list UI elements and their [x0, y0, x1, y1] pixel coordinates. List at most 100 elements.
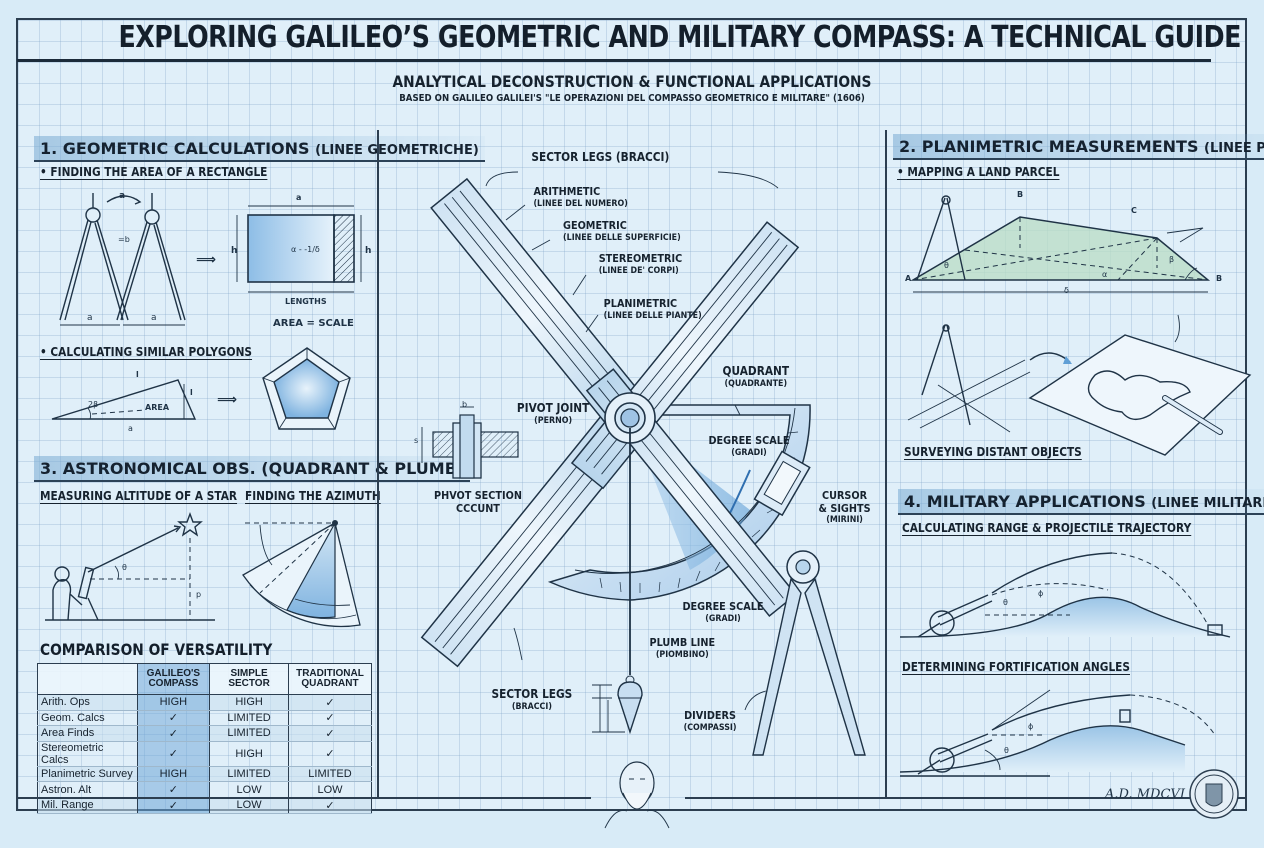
svg-text:a: a [87, 313, 93, 323]
implies-arrow-icon: ⟹ [217, 392, 238, 408]
cursor-line1: CURSOR [822, 489, 868, 502]
rect-height-label-left: h [231, 246, 238, 256]
trajectory-phi-label: ϕ [1038, 589, 1044, 598]
cell-galileo: ✓ [136, 725, 211, 742]
cell-galileo: HIGH [136, 694, 211, 711]
section-subtitle: (LINEE MILITARI) [1151, 496, 1264, 511]
triangle-diagram [51, 379, 197, 420]
bottom-rule-right [685, 797, 1247, 799]
cell-traditional-quadrant: ✓ [287, 709, 373, 727]
caption-star-altitude: MEASURING ALTITUDE OF A STAR [40, 489, 238, 503]
svg-text:=b: =b [118, 235, 130, 244]
bullet-area-rectangle: • FINDING THE AREA OF A RECTANGLE [40, 165, 268, 179]
parcel-point-A: A [905, 274, 912, 283]
parcel-base-label: δ [1064, 286, 1069, 295]
dividers-compassi-illustration [752, 550, 866, 756]
section-heading-military: 4. MILITARY APPLICATIONS (LINEE MILITARI… [898, 489, 1264, 515]
page-title: EXPLORING GALILEO’S GEOMETRIC AND MILITA… [118, 20, 1241, 55]
row-label: Astron. Alt [37, 781, 138, 798]
pivot-section-line2: CCCUNT [456, 501, 500, 515]
altitude-theta-label: θ [122, 563, 127, 572]
geometric-military-compass-illustration [420, 171, 811, 735]
scale-name: STEREOMETRIC [598, 252, 683, 265]
scale-sub: (LINEE DELLE SUPERFICIE) [563, 232, 681, 243]
cell-simple-sector: LOW [209, 781, 289, 798]
cell-galileo: HIGH [136, 765, 211, 783]
cell-traditional-quadrant: ✓ [287, 740, 373, 767]
label-arithmetic-scale: ARITHMETIC(LINEE DEL NUMERO) [533, 185, 627, 209]
scale-name: GEOMETRIC [563, 219, 627, 232]
row-label: Planimetric Survey [37, 765, 138, 783]
parcel-point-B: B [1017, 190, 1024, 199]
caption-range-trajectory: CALCULATING RANGE & PROJECTILE TRAJECTOR… [902, 521, 1192, 535]
fortification-theta-label: θ [1004, 746, 1009, 755]
row-label: Arith. Ops [37, 694, 138, 711]
fortification-phi-label: ϕ [1028, 722, 1034, 731]
rect-height-label-right: h [365, 246, 372, 256]
wax-seal-emblem [1189, 769, 1239, 819]
label-geometric-scale: GEOMETRIC(LINEE DELLE SUPERFICIE) [563, 219, 681, 243]
star-altitude-diagram [45, 512, 215, 621]
pivot-name: PIVOT JOINT [516, 401, 590, 415]
projectile-trajectory-diagram [899, 552, 1231, 638]
caption-fortification: DETERMINING FORTIFICATION ANGLES [902, 660, 1130, 674]
parcel-point-B2: B [1216, 274, 1223, 283]
scale-name: PLANIMETRIC [603, 297, 678, 310]
label-degree-scale: DEGREE SCALE(GRADI) [708, 434, 790, 458]
section-title: 3. ASTRONOMICAL OBS. (QUADRANT & PLUMB) [40, 459, 465, 478]
cursor-sub: (MIRINI) [826, 515, 863, 526]
section-subtitle: (LINEE PIANTE) [1204, 141, 1264, 156]
title-underline [17, 59, 1211, 62]
section-heading-geometric: 1. GEOMETRIC CALCULATIONS (LINEE GEOMETR… [34, 136, 485, 162]
cell-galileo: ✓ [136, 709, 211, 727]
rect-area-formula: AREA = SCALE [273, 318, 354, 329]
parcel-beta-label: β [1169, 255, 1175, 264]
section-title: 2. PLANIMETRIC MEASUREMENTS [899, 137, 1199, 156]
cell-simple-sector: LIMITED [209, 725, 289, 742]
dividers-sub: (COMPASSI) [683, 722, 737, 733]
caption-surveying: SURVEYING DISTANT OBJECTS [904, 445, 1082, 459]
row-label: Mil. Range [37, 796, 138, 814]
quadrant-sub: (QUADRANTE) [724, 378, 788, 389]
table-row: Mil. Range✓LOW✓ [37, 796, 373, 814]
surveying-map-illustration [907, 314, 1252, 456]
cursor-line2: & SIGHTS [818, 501, 871, 515]
azimuth-diagram [242, 520, 361, 628]
scale-name: ARITHMETIC [533, 185, 601, 198]
scale-sub: (LINEE DELLE PIANTE) [603, 310, 702, 321]
label-dividers: DIVIDERS(COMPASSI) [683, 709, 737, 733]
galileo-portrait [604, 761, 670, 829]
cell-galileo: ✓ [136, 740, 211, 767]
rect-width-label: a [296, 193, 302, 202]
degree-scale-sub: (GRADI) [731, 447, 767, 458]
land-parcel-diagram [910, 195, 1211, 293]
section-subtitle: (LINEE GEOMETRICHE) [315, 143, 479, 158]
row-label: Stereometric Calcs [37, 740, 138, 767]
column-header-empty [37, 663, 138, 695]
label-pivot-joint: PIVOT JOINT(PERNO) [516, 401, 590, 426]
pivot-section-b-label: b [462, 400, 468, 409]
implies-arrow-icon: ⟹ [196, 252, 217, 268]
degree-scale-name: DEGREE SCALE [682, 600, 764, 613]
pivot-section-line1: PHVOT SECTION [433, 489, 522, 502]
plumb-name: PLUMB LINE [649, 636, 716, 649]
cell-traditional-quadrant: ✓ [287, 725, 373, 742]
cell-traditional-quadrant: ✓ [287, 694, 373, 711]
triangle-area-label: AREA [145, 403, 170, 412]
source-citation: BASED ON GALILEO GALILEI'S "LE OPERAZION… [399, 93, 865, 104]
section-title: 4. MILITARY APPLICATIONS [904, 492, 1146, 511]
dividers-illustration: a =b a a [59, 191, 186, 326]
date-signature: A.D. MDCVI [1105, 787, 1185, 802]
svg-text:a: a [119, 191, 125, 201]
left-panel-border [377, 130, 379, 798]
sector-legs-name: SECTOR LEGS [491, 687, 573, 701]
label-cursor-sights: CURSOR& SIGHTS(MIRINI) [818, 489, 871, 526]
parcel-theta-label: θ [944, 261, 949, 270]
label-quadrant: QUADRANT(QUADRANTE) [723, 364, 790, 389]
bullet-land-parcel: • MAPPING A LAND PARCEL [897, 165, 1060, 179]
table-row: Area Finds✓LIMITED✓ [37, 725, 373, 742]
label-sector-legs-bottom: SECTOR LEGS(BRACCI) [491, 687, 573, 712]
parcel-point-C: C [1131, 206, 1137, 215]
degree-scale-name: DEGREE SCALE [708, 434, 790, 447]
